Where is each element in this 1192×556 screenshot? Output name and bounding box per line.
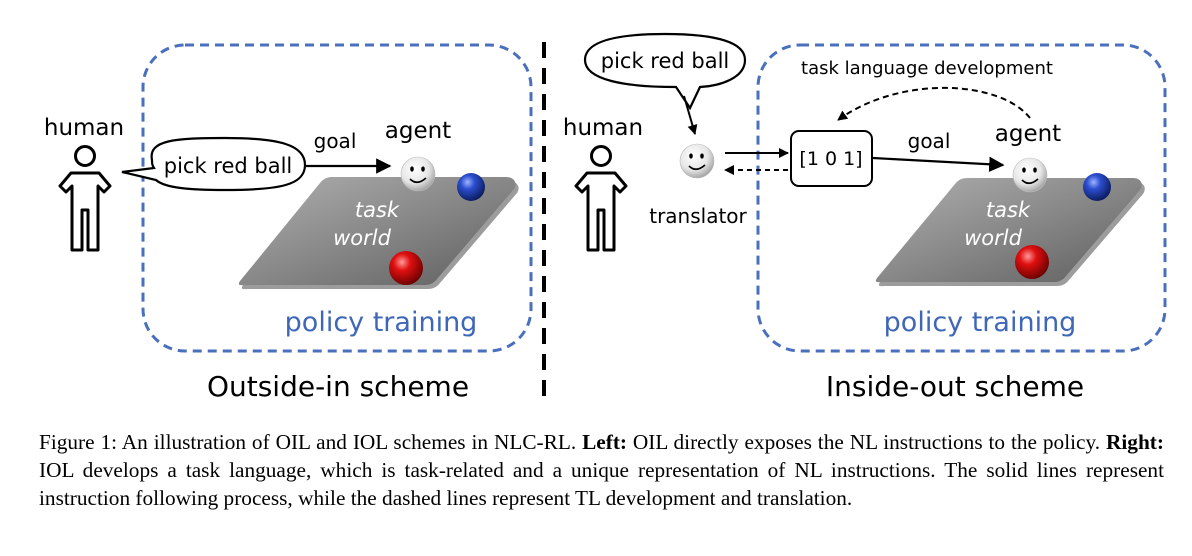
agent-smiley-icon [1012, 157, 1048, 193]
caption-right-text: IOL develops a task language, which is t… [39, 458, 1164, 511]
goal-arrow [872, 156, 1005, 172]
policy-training-box-left [141, 43, 533, 353]
task-world-label-line1: task [355, 198, 400, 222]
task-world-label-line2: world [333, 226, 391, 250]
human-label: human [563, 115, 643, 141]
speech-bubble [121, 136, 307, 192]
goal-label: goal [314, 129, 357, 153]
red-ball [1015, 245, 1049, 279]
right-panel: human pick red ball translator [1 0 1] t… [563, 32, 1167, 403]
policy-training-label: policy training [884, 307, 1077, 338]
speech-to-translator-arrow [683, 95, 698, 135]
agent-label: agent [385, 118, 451, 144]
human-icon [574, 145, 628, 252]
goal-label: goal [908, 129, 951, 153]
agent-label: agent [995, 121, 1061, 147]
speech-text: pick red ball [164, 154, 293, 178]
agent-smiley-icon [400, 156, 436, 192]
left-panel: human pick red ball goal task world agen… [44, 43, 533, 403]
task-world-label-line1: task [986, 198, 1031, 222]
caption-left-text: OIL directly exposes the NL instructions… [627, 430, 1106, 454]
task-world-label-line2: world [964, 226, 1022, 250]
task-world-platform: task world [875, 178, 1145, 287]
tl-development-arrow [837, 86, 1031, 121]
caption-figure-label: Figure 1: An illustration of OIL and IOL… [39, 430, 583, 454]
blue-ball [1083, 173, 1111, 201]
human-label: human [44, 115, 124, 141]
figure-caption: Figure 1: An illustration of OIL and IOL… [39, 428, 1164, 513]
task-language-code: [1 0 1] [799, 148, 862, 170]
caption-left-bold: Left: [582, 430, 628, 454]
policy-training-label: policy training [285, 307, 478, 338]
speech-text: pick red ball [601, 49, 730, 73]
caption-right-bold: Right: [1106, 430, 1164, 454]
scheme-diagram: human pick red ball goal task world agen… [44, 32, 1167, 403]
policy-training-box-right [756, 43, 1167, 353]
scheme-title-left: Outside-in scheme [207, 370, 469, 403]
translator-label: translator [649, 204, 747, 228]
human-icon [58, 145, 112, 252]
speech-bubble [583, 32, 747, 111]
task-world-platform: task world [238, 177, 519, 290]
scheme-title-right: Inside-out scheme [826, 370, 1084, 403]
red-ball [389, 251, 423, 285]
task-language-code-box [790, 130, 873, 187]
blue-ball [457, 173, 485, 201]
tl-development-label: task language development [801, 58, 1053, 79]
translator-smiley-icon [679, 143, 715, 179]
